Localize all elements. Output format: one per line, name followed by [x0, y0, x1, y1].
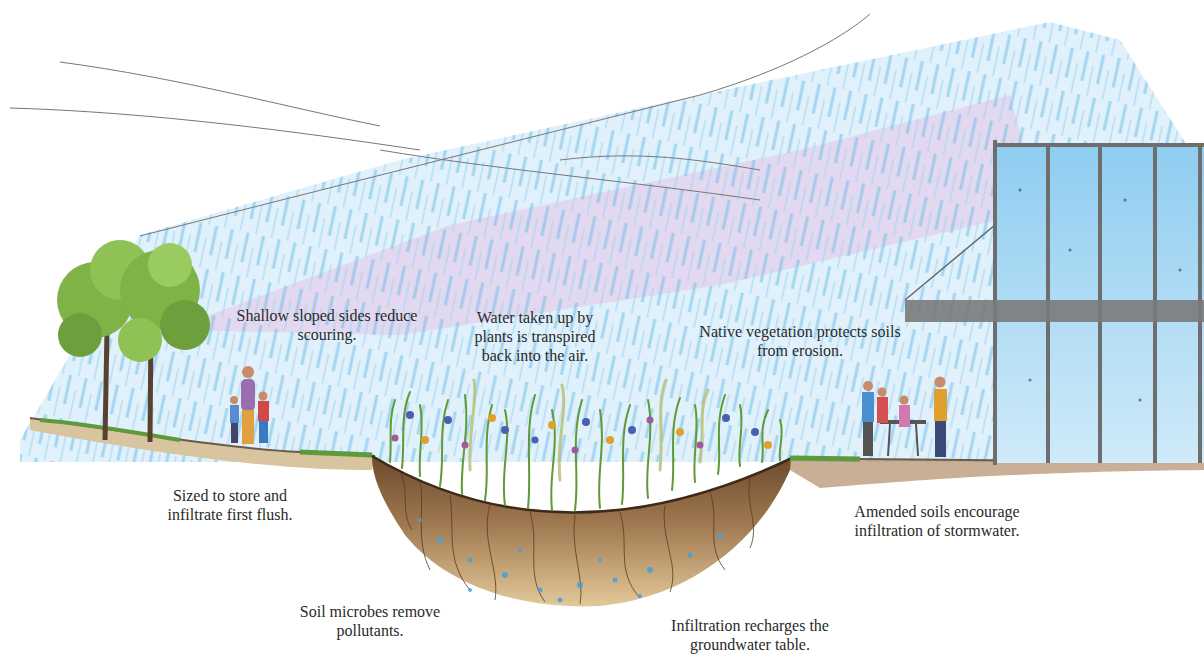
annotation-label: Sized to store and infiltrate first flus… — [148, 486, 313, 524]
flowers — [392, 411, 773, 454]
glass-building — [905, 140, 1204, 465]
annotation-label: Water taken up by plants is transpired b… — [458, 308, 613, 366]
annotation-label: Shallow sloped sides reduce scouring. — [235, 306, 420, 344]
hill-lines — [10, 14, 870, 236]
left-ground — [30, 418, 375, 470]
people-left — [230, 366, 269, 444]
trees — [57, 240, 210, 442]
annotation-label: Soil microbes remove pollutants. — [275, 602, 465, 640]
swale-soil — [372, 456, 792, 606]
people-right — [862, 377, 947, 458]
rain-wash — [20, 22, 1204, 462]
annotation-label: Amended soils encourage infiltration of … — [835, 502, 1040, 540]
annotation-label: Native vegetation protects soils from er… — [698, 322, 903, 360]
swale-plants — [390, 380, 782, 510]
annotation-label: Infiltration recharges the groundwater t… — [661, 616, 839, 654]
